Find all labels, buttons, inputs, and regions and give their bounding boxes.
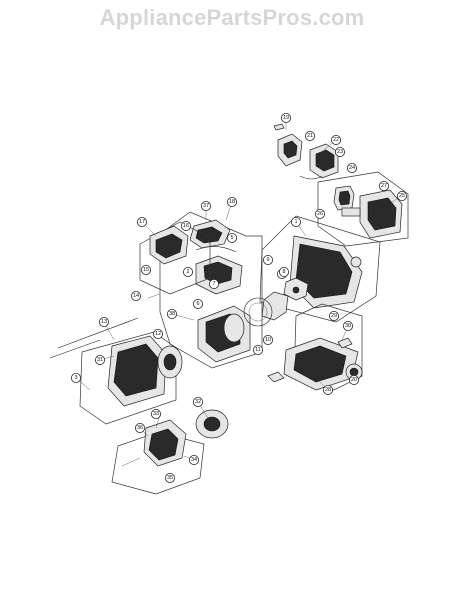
- callout-label: 21: [307, 133, 313, 139]
- callout-19: 19: [280, 113, 291, 124]
- callout-37: 37: [200, 200, 211, 211]
- callout-label: 30: [345, 323, 351, 329]
- callout-28: 28: [322, 384, 333, 395]
- callout-38: 38: [166, 308, 177, 319]
- callout-7: 7: [208, 278, 219, 289]
- callout-24: 24: [346, 162, 357, 173]
- callout-label: 29: [331, 313, 337, 319]
- clutch-assembly: [111, 409, 229, 495]
- callout-34: 34: [188, 454, 199, 465]
- callout-3: 3: [71, 372, 82, 383]
- callout-label: 17: [139, 219, 145, 225]
- callout-20: 20: [348, 374, 359, 385]
- callout-23: 23: [334, 146, 345, 157]
- callout-label: 22: [333, 137, 339, 143]
- fan-housing: [259, 215, 381, 323]
- callout-label: 9: [266, 257, 269, 263]
- callout-label: 18: [229, 199, 235, 205]
- callout-36: 36: [134, 422, 145, 433]
- callout-label: 31: [97, 357, 103, 363]
- callout-15: 15: [140, 264, 151, 275]
- callout-13: 13: [99, 316, 110, 327]
- callout-label: 34: [191, 457, 197, 463]
- callout-label: 8: [282, 269, 285, 275]
- callout-16: 16: [180, 220, 191, 231]
- callout-label: 35: [167, 475, 173, 481]
- callout-label: 37: [203, 203, 209, 209]
- callout-27: 27: [378, 180, 389, 191]
- callout-label: 12: [155, 331, 161, 337]
- callout-21: 21: [304, 130, 315, 141]
- callout-18: 18: [226, 196, 237, 207]
- callout-6: 6: [192, 298, 203, 309]
- callout-label: 16: [183, 223, 189, 229]
- callout-label: 27: [381, 183, 387, 189]
- callout-12: 12: [152, 328, 163, 339]
- callout-22: 22: [330, 134, 341, 145]
- callout-label: 13: [101, 319, 107, 325]
- callout-10: 10: [262, 334, 273, 345]
- engine-block-panel: [159, 211, 263, 369]
- callout-11: 11: [252, 344, 263, 355]
- callout-label: 19: [283, 115, 289, 121]
- callout-label: 38: [169, 311, 175, 317]
- callout-35: 35: [164, 472, 175, 483]
- air-filter-cover: [317, 171, 409, 247]
- callout-label: 3: [74, 375, 77, 381]
- callout-5: 5: [226, 232, 237, 243]
- carburetor-assembly: [273, 123, 339, 180]
- air-filter-panel: [139, 221, 211, 295]
- callout-17: 17: [136, 216, 147, 227]
- callout-14: 14: [130, 290, 141, 301]
- callout-8: 8: [278, 266, 289, 277]
- callout-29: 29: [328, 310, 339, 321]
- callout-label: 26: [317, 211, 323, 217]
- callout-label: 10: [265, 337, 271, 343]
- callout-30: 30: [342, 320, 353, 331]
- watermark-logo: AppliancePartsPros.com: [99, 5, 365, 30]
- callout-label: 5: [230, 235, 233, 241]
- callout-label: 33: [153, 411, 159, 417]
- recoil-starter: [49, 317, 183, 425]
- callout-label: 7: [212, 281, 215, 287]
- callout-label: 28: [325, 387, 331, 393]
- callout-9: 9: [262, 254, 273, 265]
- callout-2: 2: [182, 266, 193, 277]
- callout-label: 11: [255, 347, 261, 353]
- callout-label: 2: [186, 269, 189, 275]
- callout-label: 36: [137, 425, 143, 431]
- fuel-tank: [267, 303, 363, 391]
- gasket-and-plates: [243, 277, 309, 327]
- callout-label: 24: [349, 165, 355, 171]
- callout-33: 33: [150, 408, 161, 419]
- callout-1: 1: [290, 216, 301, 227]
- callout-26: 26: [314, 208, 325, 219]
- callout-label: 25: [399, 193, 405, 199]
- callout-label: 6: [196, 301, 199, 307]
- callout-25: 25: [396, 190, 407, 201]
- callout-label: 15: [143, 267, 149, 273]
- callout-label: 32: [195, 399, 201, 405]
- callout-label: 1: [294, 219, 297, 225]
- callout-32: 32: [192, 396, 203, 407]
- callout-label: 14: [133, 293, 139, 299]
- callout-31: 31: [95, 354, 106, 365]
- callout-label: 23: [337, 149, 343, 155]
- callout-label: 20: [351, 377, 357, 383]
